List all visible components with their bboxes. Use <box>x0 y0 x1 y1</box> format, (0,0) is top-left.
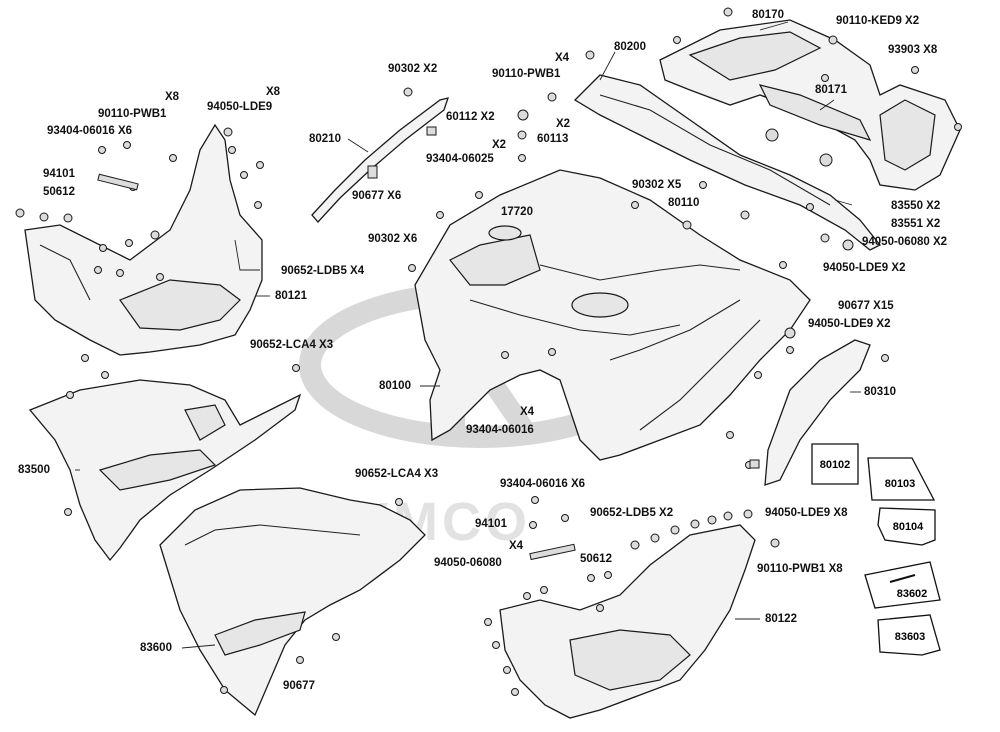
tag-83602-label: 83602 <box>897 588 928 600</box>
tag-80103-label: 80103 <box>885 478 916 490</box>
right-side-cover-part[interactable] <box>159 487 426 717</box>
side-rod-part[interactable] <box>311 97 449 223</box>
callout-94101-bot[interactable]: 94101 <box>475 518 507 530</box>
callout-80171[interactable]: 80171 <box>815 84 847 96</box>
tag-83603[interactable]: 83603 <box>877 614 941 656</box>
rear-guard-part[interactable] <box>573 74 882 251</box>
callout-90652-lca4-x3a[interactable]: 90652-LCA4 X3 <box>250 339 334 351</box>
callout-90677-x6[interactable]: 90677 X6 <box>352 190 402 202</box>
callout-60112[interactable]: 60112 X2 <box>446 111 495 123</box>
callout-17720[interactable]: 17720 <box>501 206 533 218</box>
callout-83500[interactable]: 83500 <box>18 464 50 476</box>
callout-80122[interactable]: 80122 <box>765 613 797 625</box>
callout-80110[interactable]: 80110 <box>668 197 700 209</box>
callout-90652-ldb5-x2[interactable]: 90652-LDB5 X2 <box>590 507 674 519</box>
callout-x2-a[interactable]: X2 <box>556 118 571 130</box>
callout-83551[interactable]: 83551 X2 <box>891 218 941 230</box>
callout-94050-lde9-left[interactable]: 94050-LDE9 <box>207 101 273 113</box>
callout-x8-a[interactable]: X8 <box>165 91 180 103</box>
callout-90110-pwb1-top[interactable]: 90110-PWB1 <box>492 68 561 80</box>
callout-90652-lca4-x3b[interactable]: 90652-LCA4 X3 <box>355 468 439 480</box>
callout-x2-b[interactable]: X2 <box>492 139 507 151</box>
callout-90302-x6[interactable]: 90302 X6 <box>368 233 418 245</box>
callout-80170[interactable]: 80170 <box>752 9 784 21</box>
tag-80102-label: 80102 <box>820 459 851 471</box>
callout-93404-06025[interactable]: 93404-06025 <box>426 153 494 165</box>
callout-93404-06016-x6-bot[interactable]: 93404-06016 X6 <box>500 478 586 490</box>
callout-94101-left[interactable]: 94101 <box>43 168 75 180</box>
callout-90652-ldb5-x4[interactable]: 90652-LDB5 X4 <box>281 265 365 277</box>
callout-80100[interactable]: 80100 <box>379 380 411 392</box>
callout-x4-top[interactable]: X4 <box>555 52 570 64</box>
callout-94050-lde9-x8[interactable]: 94050-LDE9 X8 <box>765 507 848 519</box>
callout-94050-06080-x2[interactable]: 94050-06080 X2 <box>862 236 948 248</box>
callout-90302-x5[interactable]: 90302 X5 <box>632 179 682 191</box>
tag-83603-label: 83603 <box>895 631 926 643</box>
callout-50612-left[interactable]: 50612 <box>43 186 75 198</box>
rear-rack-part[interactable] <box>659 19 961 191</box>
left-side-cover-part[interactable] <box>28 379 302 562</box>
leader-lines <box>75 21 861 649</box>
callout-94050-lde9-x2b[interactable]: 94050-LDE9 X2 <box>808 318 891 330</box>
callout-80310[interactable]: 80310 <box>864 386 896 398</box>
callout-60113[interactable]: 60113 <box>537 133 569 145</box>
callout-90677-bottom[interactable]: 90677 <box>283 680 315 692</box>
tag-80102[interactable]: 80102 <box>811 443 859 485</box>
right-fender-trim-part[interactable] <box>764 339 871 486</box>
callout-80200[interactable]: 80200 <box>614 41 646 53</box>
callout-83550[interactable]: 83550 X2 <box>891 200 941 212</box>
callout-50612-bot[interactable]: 50612 <box>580 553 612 565</box>
tag-80104[interactable]: 80104 <box>877 507 936 546</box>
callout-x4-mid[interactable]: X4 <box>520 406 535 418</box>
callout-93404-06016-mid[interactable]: 93404-06016 <box>466 424 534 436</box>
callout-90110-ked9[interactable]: 90110-KED9 X2 <box>836 15 920 27</box>
callout-94050-lde9-x2a[interactable]: 94050-LDE9 X2 <box>823 262 906 274</box>
left-footrest-part[interactable] <box>24 123 263 356</box>
callout-93903[interactable]: 93903 X8 <box>888 44 938 56</box>
tag-80103[interactable]: 80103 <box>867 457 936 501</box>
hardware-fasteners <box>15 7 962 696</box>
callout-90110-pwb1-left[interactable]: 90110-PWB1 <box>98 108 167 120</box>
callout-94050-06080-bot[interactable]: 94050-06080 <box>434 557 502 569</box>
callout-80210[interactable]: 80210 <box>309 133 341 145</box>
callout-90110-pwb1-x8[interactable]: 90110-PWB1 X8 <box>757 563 843 575</box>
right-footrest-part[interactable] <box>499 524 756 719</box>
callout-90677-x15[interactable]: 90677 X15 <box>838 300 894 312</box>
callout-93404-06016-x6-left[interactable]: 93404-06016 X6 <box>47 125 133 137</box>
tag-83602[interactable]: 83602 <box>864 561 941 609</box>
callout-x8-b[interactable]: X8 <box>266 86 281 98</box>
callout-90302-x2[interactable]: 90302 X2 <box>388 63 438 75</box>
callout-80121[interactable]: 80121 <box>275 290 307 302</box>
tag-80104-label: 80104 <box>893 521 924 533</box>
callout-x4-bot[interactable]: X4 <box>509 540 524 552</box>
callout-83600[interactable]: 83600 <box>140 642 172 654</box>
rear-fender-part[interactable] <box>414 169 811 461</box>
